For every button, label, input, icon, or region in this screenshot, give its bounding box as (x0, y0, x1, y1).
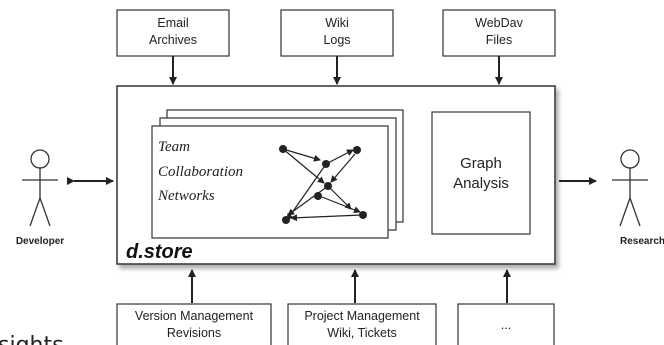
source-webdav-files: WebDav Files (442, 9, 556, 57)
networks-line2: Collaboration (158, 164, 243, 180)
source-wiki-logs-line2: Logs (323, 33, 350, 47)
graph-node (322, 160, 330, 168)
networks-stack: Team Collaboration Networks (151, 109, 404, 239)
source-webdav-files-line1: WebDav (475, 16, 523, 30)
graph-analysis-line1: Graph (460, 155, 502, 172)
source-other: ... (457, 303, 555, 345)
source-version-line1: Version Management (135, 309, 254, 323)
developer-label: Developer (16, 236, 64, 247)
graph-node (353, 146, 361, 154)
graph-analysis-line2: Analysis (453, 175, 509, 192)
source-email-archives: Email Archives (116, 9, 230, 57)
source-wiki-logs: Wiki Logs (280, 9, 394, 57)
developer-actor (22, 149, 58, 227)
source-project-management: Project Management Wiki, Tickets (287, 303, 437, 345)
source-version-line2: Revisions (167, 326, 221, 340)
cut-off-text: sights (0, 333, 64, 345)
developer-head-icon (30, 149, 50, 169)
source-email-archives-line2: Archives (149, 33, 197, 47)
source-other-line1: ... (501, 318, 511, 332)
source-project-line2: Wiki, Tickets (327, 326, 396, 340)
graph-node (314, 192, 322, 200)
graph-node (324, 182, 332, 190)
graph-edge (282, 148, 321, 162)
graph-node (359, 211, 367, 219)
graph-node (279, 145, 287, 153)
researcher-label: Researcher (620, 236, 664, 247)
source-webdav-files-line2: Files (486, 33, 512, 47)
graph-edge (321, 196, 361, 214)
source-wiki-logs-line1: Wiki (325, 16, 349, 30)
networks-line1: Team (158, 139, 190, 155)
network-graph (279, 145, 367, 224)
researcher-head-icon (620, 149, 640, 169)
graph-edge (290, 214, 363, 222)
graph-edge (330, 153, 356, 183)
source-email-archives-line1: Email (157, 16, 188, 30)
researcher-actor (612, 149, 648, 227)
graph-edge (287, 185, 329, 216)
graph-node (282, 216, 290, 224)
source-project-line1: Project Management (304, 309, 420, 323)
networks-line3: Networks (157, 188, 215, 204)
graph-edge (325, 149, 354, 165)
graph-edge (327, 185, 352, 210)
graph-analysis-box: Graph Analysis (431, 111, 531, 235)
source-version-management: Version Management Revisions (116, 303, 272, 345)
dstore-label: d.store (126, 241, 193, 263)
